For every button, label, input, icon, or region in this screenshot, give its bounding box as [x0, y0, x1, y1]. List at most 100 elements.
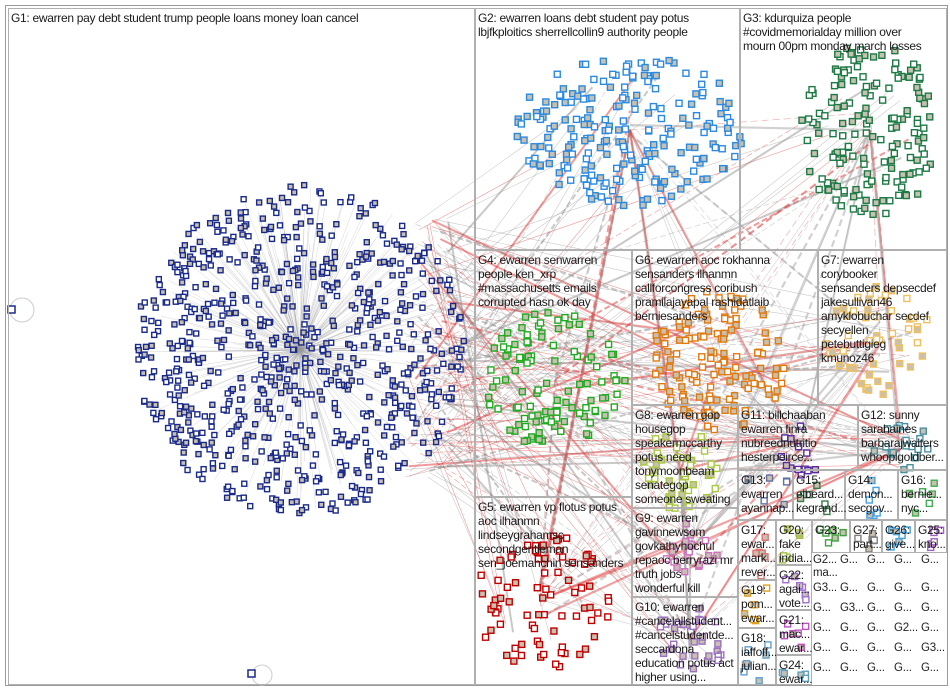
vertex[interactable]: [631, 105, 639, 113]
vertex[interactable]: [137, 303, 145, 310]
vertex[interactable]: [613, 390, 621, 398]
vertex[interactable]: [567, 125, 575, 133]
vertex[interactable]: [294, 400, 302, 407]
vertex[interactable]: [454, 363, 461, 370]
vertex[interactable]: [241, 251, 248, 259]
vertex[interactable]: [560, 417, 569, 426]
vertex[interactable]: [266, 410, 273, 417]
vertex[interactable]: [815, 129, 823, 137]
vertex[interactable]: [373, 344, 380, 351]
vertex[interactable]: [222, 236, 230, 243]
vertex[interactable]: [333, 292, 341, 300]
vertex[interactable]: [175, 392, 182, 399]
vertex[interactable]: [186, 260, 194, 268]
vertex[interactable]: [180, 459, 187, 467]
vertex[interactable]: [521, 313, 530, 321]
vertex[interactable]: [677, 185, 685, 193]
vertex[interactable]: [494, 405, 502, 413]
vertex[interactable]: [366, 393, 373, 401]
vertex[interactable]: [699, 88, 707, 97]
vertex[interactable]: [230, 299, 237, 307]
vertex[interactable]: [649, 102, 658, 111]
vertex[interactable]: [390, 443, 397, 450]
vertex[interactable]: [328, 232, 335, 239]
vertex[interactable]: [853, 62, 862, 71]
vertex[interactable]: [249, 333, 256, 340]
vertex[interactable]: [568, 404, 576, 412]
vertex[interactable]: [354, 361, 361, 369]
vertex[interactable]: [637, 59, 645, 67]
vertex[interactable]: [878, 51, 886, 60]
vertex[interactable]: [449, 302, 457, 310]
vertex[interactable]: [536, 161, 544, 169]
vertex[interactable]: [178, 337, 186, 345]
vertex[interactable]: [275, 365, 283, 372]
vertex[interactable]: [346, 369, 353, 377]
vertex[interactable]: [377, 466, 384, 473]
vertex[interactable]: [318, 396, 326, 403]
vertex[interactable]: [833, 148, 841, 157]
vertex[interactable]: [667, 192, 676, 200]
vertex[interactable]: [188, 405, 195, 412]
vertex[interactable]: [660, 177, 669, 186]
vertex[interactable]: [711, 143, 720, 152]
vertex[interactable]: [200, 465, 207, 473]
vertex[interactable]: [345, 442, 353, 449]
vertex[interactable]: [208, 321, 216, 328]
vertex[interactable]: [545, 159, 553, 168]
vertex[interactable]: [207, 262, 214, 269]
vertex[interactable]: [572, 115, 581, 124]
vertex[interactable]: [521, 422, 530, 431]
vertex[interactable]: [587, 171, 596, 179]
vertex[interactable]: [564, 143, 573, 151]
vertex[interactable]: [239, 384, 246, 391]
vertex[interactable]: [641, 157, 649, 166]
vertex[interactable]: [892, 123, 901, 131]
vertex[interactable]: [644, 109, 653, 117]
vertex[interactable]: [542, 98, 550, 106]
vertex[interactable]: [254, 405, 262, 413]
vertex[interactable]: [920, 99, 929, 108]
vertex[interactable]: [486, 400, 494, 409]
vertex[interactable]: [275, 284, 283, 291]
vertex[interactable]: [212, 285, 220, 293]
vertex[interactable]: [682, 69, 690, 77]
vertex[interactable]: [844, 142, 853, 151]
vertex[interactable]: [389, 272, 396, 279]
vertex[interactable]: [833, 103, 841, 112]
vertex[interactable]: [381, 399, 388, 406]
vertex[interactable]: [199, 429, 206, 437]
vertex[interactable]: [184, 466, 191, 474]
vertex[interactable]: [520, 414, 529, 423]
vertex[interactable]: [620, 83, 629, 91]
vertex[interactable]: [164, 424, 172, 432]
vertex[interactable]: [193, 430, 200, 437]
vertex[interactable]: [277, 499, 285, 506]
vertex[interactable]: [824, 186, 833, 194]
vertex[interactable]: [487, 366, 495, 374]
vertex[interactable]: [337, 471, 344, 479]
vertex[interactable]: [287, 326, 294, 333]
vertex[interactable]: [310, 273, 317, 281]
vertex[interactable]: [590, 123, 599, 131]
vertex[interactable]: [587, 162, 595, 170]
vertex[interactable]: [913, 119, 922, 128]
vertex[interactable]: [725, 99, 733, 108]
vertex[interactable]: [177, 426, 185, 434]
vertex[interactable]: [581, 166, 589, 174]
vertex[interactable]: [293, 362, 300, 369]
vertex[interactable]: [331, 253, 339, 261]
vertex[interactable]: [348, 482, 356, 490]
vertex[interactable]: [206, 220, 214, 227]
vertex[interactable]: [371, 199, 379, 207]
vertex[interactable]: [273, 354, 280, 362]
vertex[interactable]: [229, 291, 237, 299]
vertex[interactable]: [156, 281, 163, 289]
vertex[interactable]: [319, 236, 326, 243]
vertex[interactable]: [308, 345, 315, 352]
vertex[interactable]: [318, 295, 325, 302]
vertex[interactable]: [205, 255, 213, 263]
vertex[interactable]: [211, 431, 218, 439]
vertex[interactable]: [677, 148, 685, 157]
vertex[interactable]: [411, 361, 418, 368]
